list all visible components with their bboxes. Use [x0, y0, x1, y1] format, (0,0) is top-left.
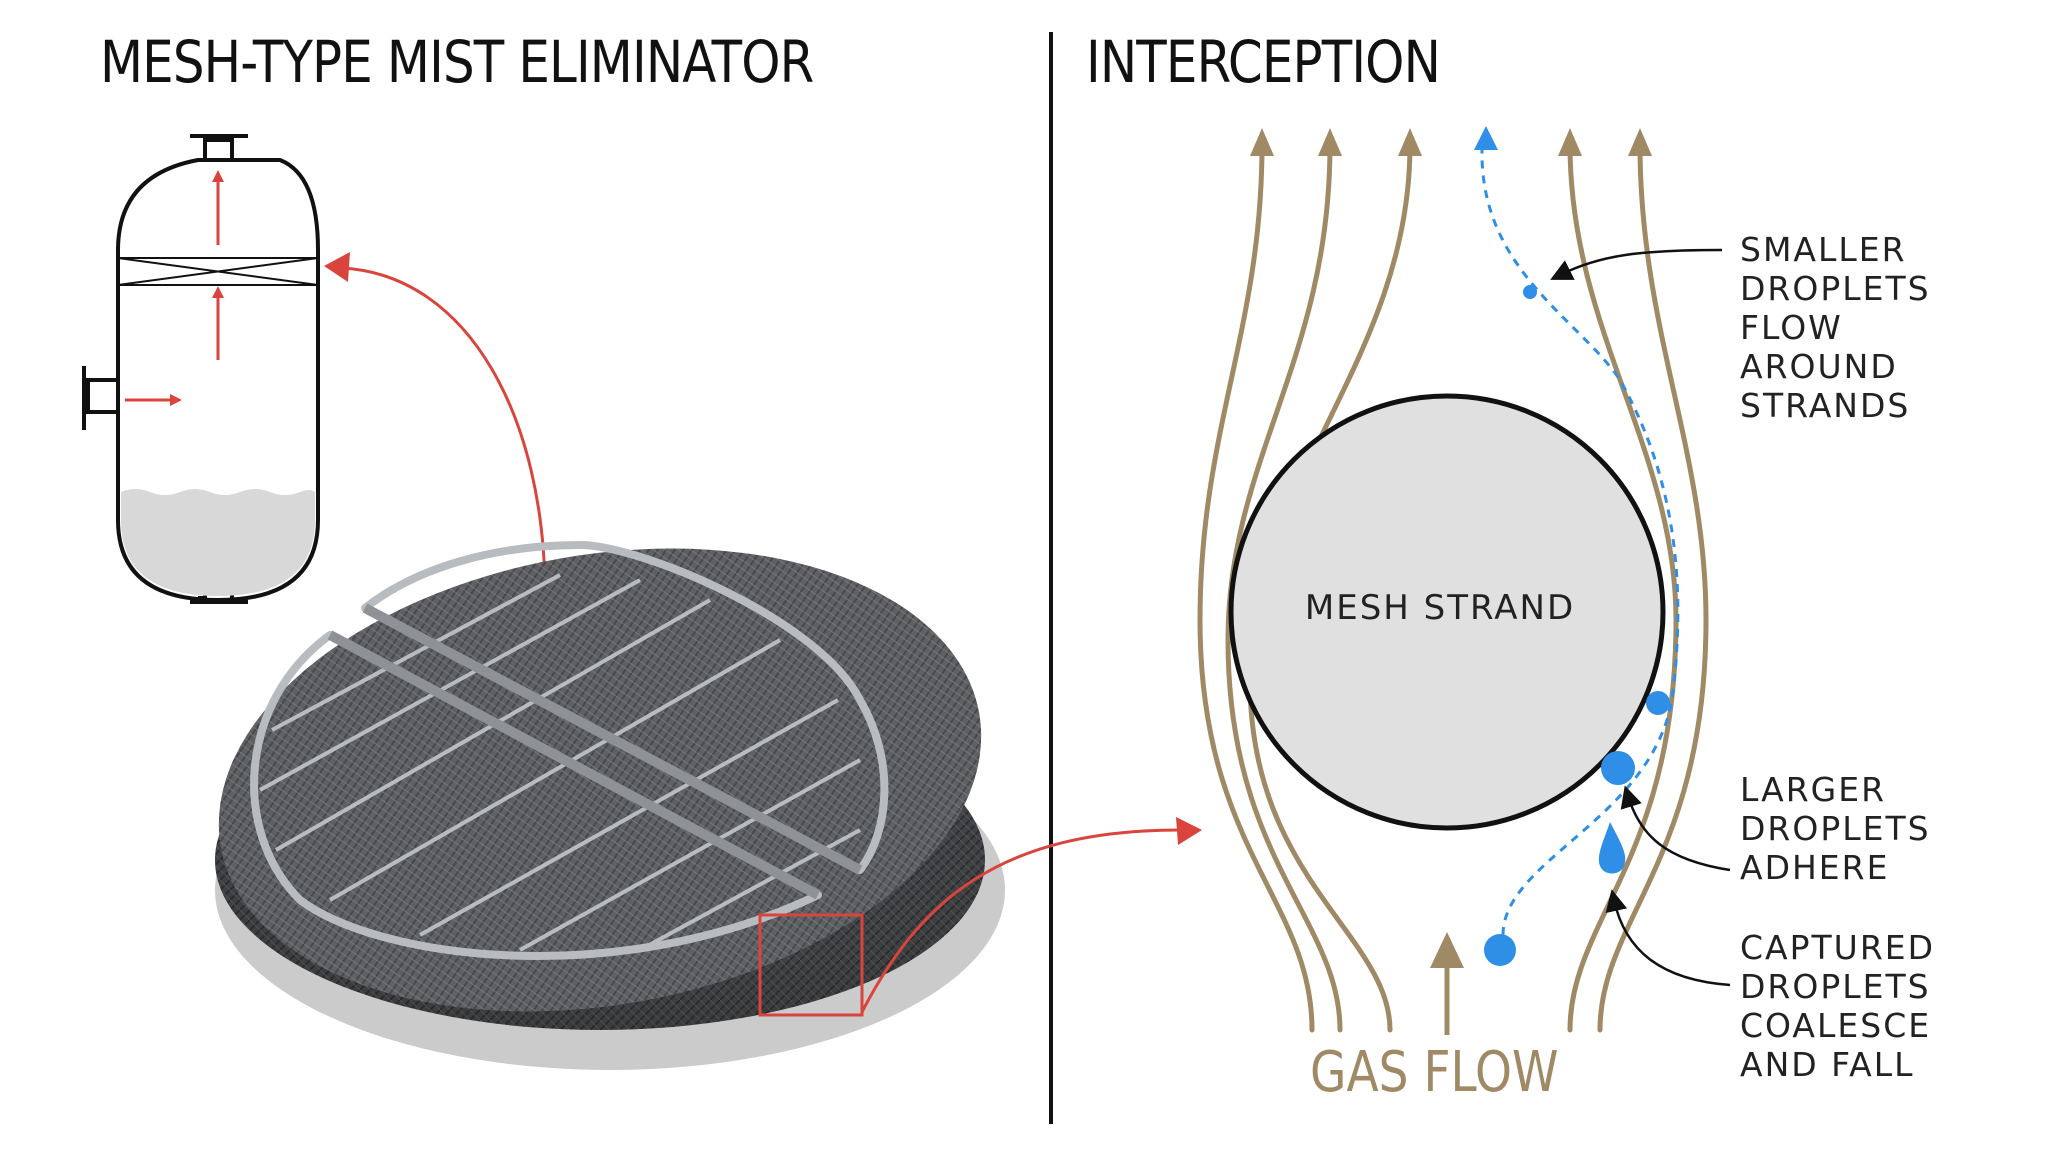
mesh-strand-label: MESH STRAND	[1304, 588, 1576, 628]
left-title: MESH-TYPE MIST ELIMINATOR	[100, 28, 814, 96]
zoom-to-detail-arrowhead	[1176, 817, 1202, 845]
callout-line: DROPLETS	[1740, 967, 1931, 1006]
callout-line: DROPLETS	[1740, 809, 1931, 848]
vessel-body	[116, 158, 320, 603]
panel-divider	[1049, 32, 1053, 1124]
callout-line: STRANDS	[1740, 386, 1911, 425]
vessel-flow-arrows	[125, 170, 224, 406]
pad-to-vessel-arrowhead	[324, 252, 350, 282]
vessel-liquid	[121, 489, 315, 596]
callout-line: AND FALL	[1740, 1045, 1915, 1084]
callout-line: FLOW	[1740, 308, 1843, 347]
droplets	[1484, 285, 1670, 966]
vessel-inlet-nozzle	[82, 366, 118, 430]
mesh-pad-illustration	[215, 541, 1005, 1070]
callout-line: CAPTURED	[1740, 928, 1936, 967]
incoming-droplet	[1484, 934, 1516, 966]
callout-line: AROUND	[1740, 347, 1898, 386]
small-droplet	[1523, 285, 1537, 299]
pad-to-vessel-arrow	[341, 266, 547, 596]
callout-larger-droplets: LARGER DROPLETS ADHERE	[1740, 770, 1931, 887]
gas-flow-arrowhead	[1430, 932, 1464, 968]
callout-line: SMALLER	[1740, 230, 1907, 269]
vessel-mesh-pad	[117, 257, 319, 286]
mesh-strand	[1228, 393, 1666, 831]
zoom-region-box	[758, 913, 864, 1017]
callout-line: DROPLETS	[1740, 269, 1931, 308]
smaller-droplet-arrowhead	[1474, 126, 1498, 150]
adhering-droplet-small	[1646, 691, 1670, 715]
callout-line: LARGER	[1740, 770, 1886, 809]
zoom-to-detail-arrow	[860, 828, 1181, 1013]
callout-line: COALESCE	[1740, 1006, 1932, 1045]
callout-smaller-droplets: SMALLER DROPLETS FLOW AROUND STRANDS	[1740, 230, 1931, 425]
gas-streamline-arrowheads	[1250, 128, 1652, 156]
support-frame	[250, 541, 889, 960]
right-title: INTERCEPTION	[1086, 28, 1441, 96]
callout-line: ADHERE	[1740, 848, 1890, 887]
droplet-paths	[1480, 149, 1680, 936]
vessel-top-nozzle	[190, 134, 248, 162]
gas-flow-label: GAS FLOW	[1310, 1040, 1559, 1105]
falling-droplet	[1598, 822, 1626, 874]
adhering-droplet-large	[1601, 751, 1635, 785]
callout-captured-droplets: CAPTURED DROPLETS COALESCE AND FALL	[1740, 928, 1935, 1084]
callout-leaders	[1550, 248, 1731, 987]
